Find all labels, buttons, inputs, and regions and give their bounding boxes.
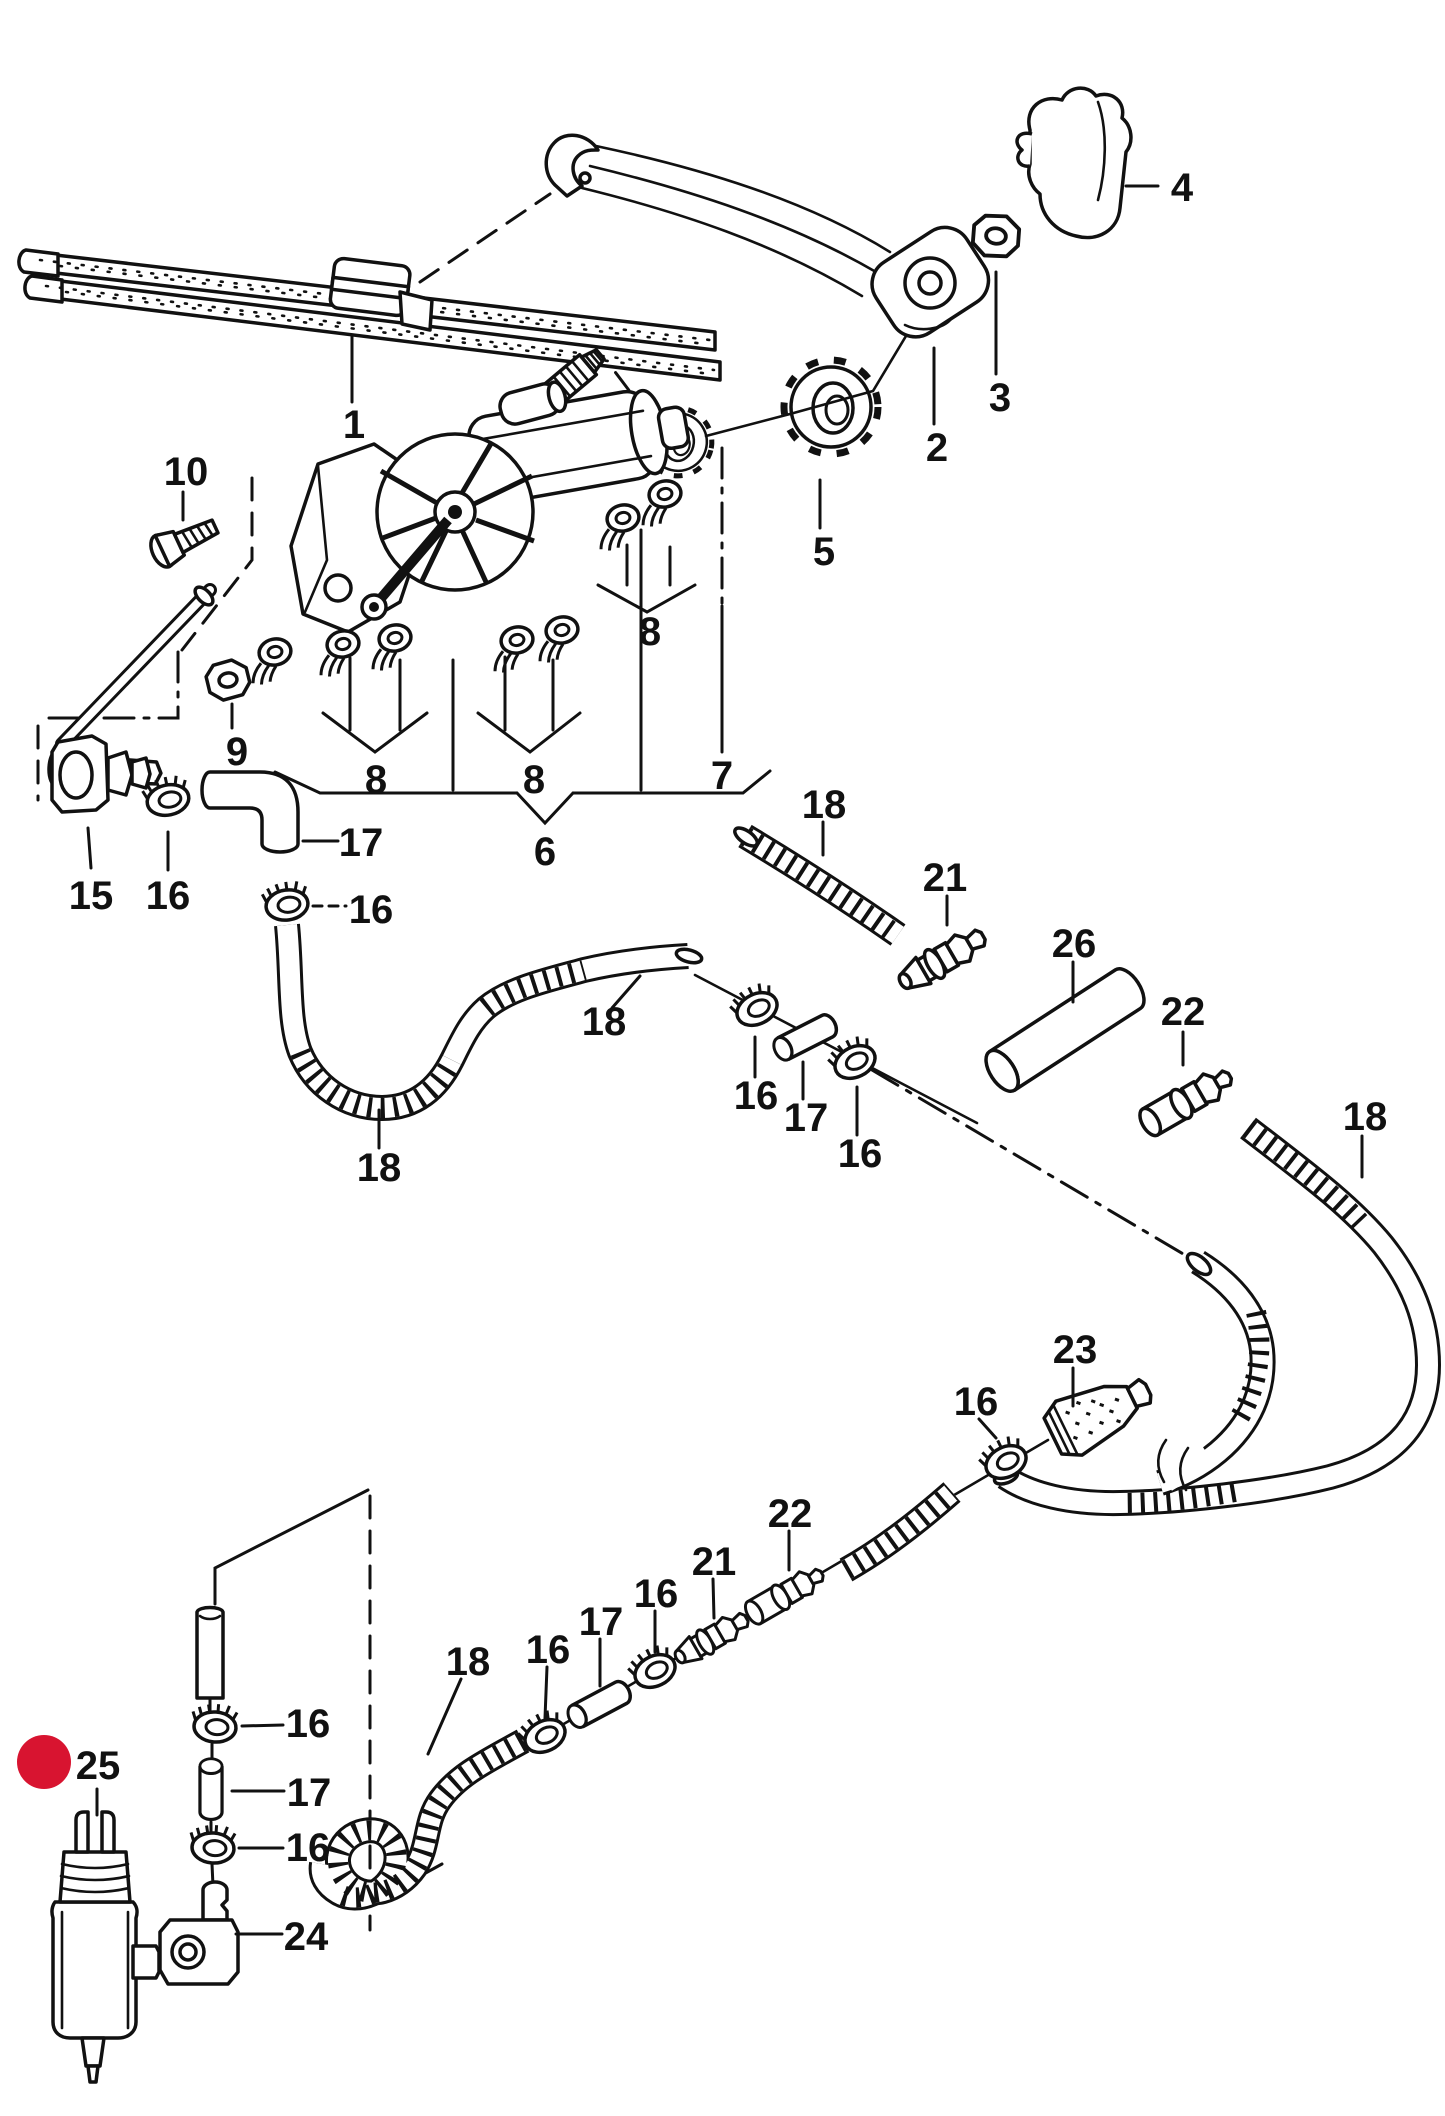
callout-4: 4 [1171,166,1194,210]
part-5-grommet-large [784,360,878,454]
part-15-connector [50,734,152,814]
callout-16: 16 [286,1826,331,1870]
callout-16: 16 [734,1074,779,1118]
callout-15: 15 [69,874,114,918]
callout-18: 18 [582,1000,627,1044]
callout-17: 17 [339,821,384,865]
part-17-hose-joint [198,1757,224,1822]
part-9-nut [202,655,254,705]
callout-leaders [86,184,1364,1936]
part-18-hoses [195,824,1442,1911]
highlighted-part-marker [17,1735,71,1789]
callout-21: 21 [692,1540,737,1584]
part-23-valve [1042,1377,1153,1457]
callout-7: 7 [711,754,733,798]
pivot-rod [55,583,217,751]
part-25-washer-pump [50,1810,161,2084]
part-22-connector [739,1560,831,1630]
callout-16: 16 [526,1628,571,1672]
callout-17: 17 [784,1096,829,1140]
callout-8-middle: 8 [523,758,545,802]
callout-2: 2 [926,426,948,470]
callout-18: 18 [446,1640,491,1684]
callout-16: 16 [286,1702,331,1746]
callout-24: 24 [284,1915,329,1959]
part-4-cap [1015,86,1133,240]
callout-1: 1 [343,403,365,447]
callout-18: 18 [802,783,847,827]
callout-8-left: 8 [365,758,387,802]
part-16-clamp [189,1700,240,1746]
callout-9: 9 [226,730,248,774]
part-2-wiper-arm [544,133,991,339]
callout-17: 17 [287,1771,332,1815]
callout-labels: 1 2 3 4 5 10 9 8 8 8 6 7 15 16 17 16 18 … [69,166,1388,1959]
part-16-clamp [822,1030,883,1088]
part-16-clamp [724,977,785,1035]
callout-21: 21 [923,856,968,900]
callout-26: 26 [1052,922,1097,966]
part-1-wiper-blade [17,248,722,382]
part-21-connector [668,1605,755,1672]
part-22-connector [1133,1060,1240,1142]
callout-16: 16 [146,874,191,918]
part-16-clamp [622,1639,683,1697]
callout-8-right: 8 [639,610,661,654]
callout-23: 23 [1053,1328,1098,1372]
callout-16: 16 [349,888,394,932]
callout-16: 16 [838,1132,883,1176]
callout-16: 16 [954,1380,999,1424]
part-21-connector [891,920,993,1000]
part-24-elbow-connector [158,1880,240,1986]
part-16-clamp [259,877,312,925]
part-26-sleeve [984,967,1146,1093]
part-10-bolt [149,518,220,569]
part-17-elbow-hose [200,770,300,854]
callout-6: 6 [534,830,556,874]
callout-18: 18 [1343,1095,1388,1139]
callout-18: 18 [357,1146,402,1190]
callout-22: 22 [768,1492,813,1536]
callout-10: 10 [164,450,209,494]
part-3-hex-nut [968,210,1024,262]
callout-5: 5 [813,530,835,574]
callout-3: 3 [989,376,1011,420]
callout-16: 16 [634,1572,679,1616]
callout-22: 22 [1161,990,1206,1034]
part-6-7-wiper-motor-assembly [243,380,691,688]
callout-25: 25 [76,1744,121,1788]
callout-17: 17 [579,1600,624,1644]
